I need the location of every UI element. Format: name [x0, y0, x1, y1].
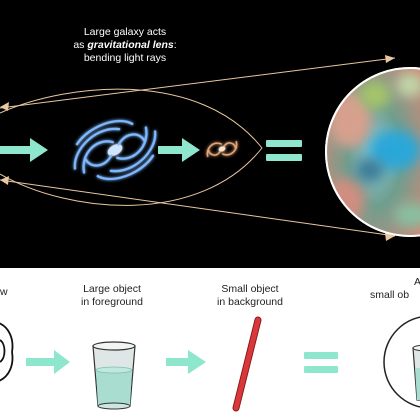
arrow-right-icon [0, 138, 48, 162]
ray-arrowhead-upper-right [385, 55, 395, 63]
background-line2: in background [217, 296, 283, 308]
ray-arrowhead-upper [0, 102, 9, 111]
arrow-right-icon [166, 350, 206, 374]
arrow-right-icon [158, 138, 200, 162]
light-ray-lower [0, 179, 396, 237]
arrow-right-icon [26, 350, 70, 374]
background-line1: Small object [221, 283, 279, 295]
equals-icon [304, 352, 338, 373]
stick-icon [232, 316, 262, 412]
small-galaxy-icon [206, 140, 238, 158]
result-line2: small ob [370, 289, 410, 301]
lens-caption: Large galaxy acts as gravitational lens:… [40, 26, 210, 65]
eye-icon [0, 322, 14, 382]
lens-caption-line1: Large galaxy acts [83, 26, 167, 38]
lens-caption-line2: as gravitational lens: [40, 39, 210, 52]
foreground-line2: in foreground [81, 296, 143, 308]
spiral-galaxy-icon [73, 119, 157, 181]
lens-caption-line3: bending light rays [83, 52, 167, 64]
result-circle [383, 316, 420, 408]
light-rays [0, 57, 396, 237]
glass-icon [92, 341, 136, 410]
foreground-label: Large object in foreground [62, 283, 162, 309]
ray-arrowhead-lower-right [385, 233, 395, 241]
foreground-line1: Large object [83, 283, 141, 295]
result-label: A small ob [368, 276, 420, 302]
background-label: Small object in background [200, 283, 300, 309]
left-partial-text: w [0, 286, 8, 298]
result-line1: A [414, 276, 420, 288]
equals-icon [266, 140, 302, 161]
light-ray-upper [0, 57, 396, 109]
lens-caption-emph: gravitational lens [87, 39, 174, 51]
ray-arrowhead-lower [0, 176, 9, 185]
left-partial-label: w [0, 286, 12, 299]
lens-caption-suffix: : [173, 39, 177, 51]
lens-caption-prefix: as [73, 39, 88, 51]
lens-loop-ray [0, 88, 263, 206]
